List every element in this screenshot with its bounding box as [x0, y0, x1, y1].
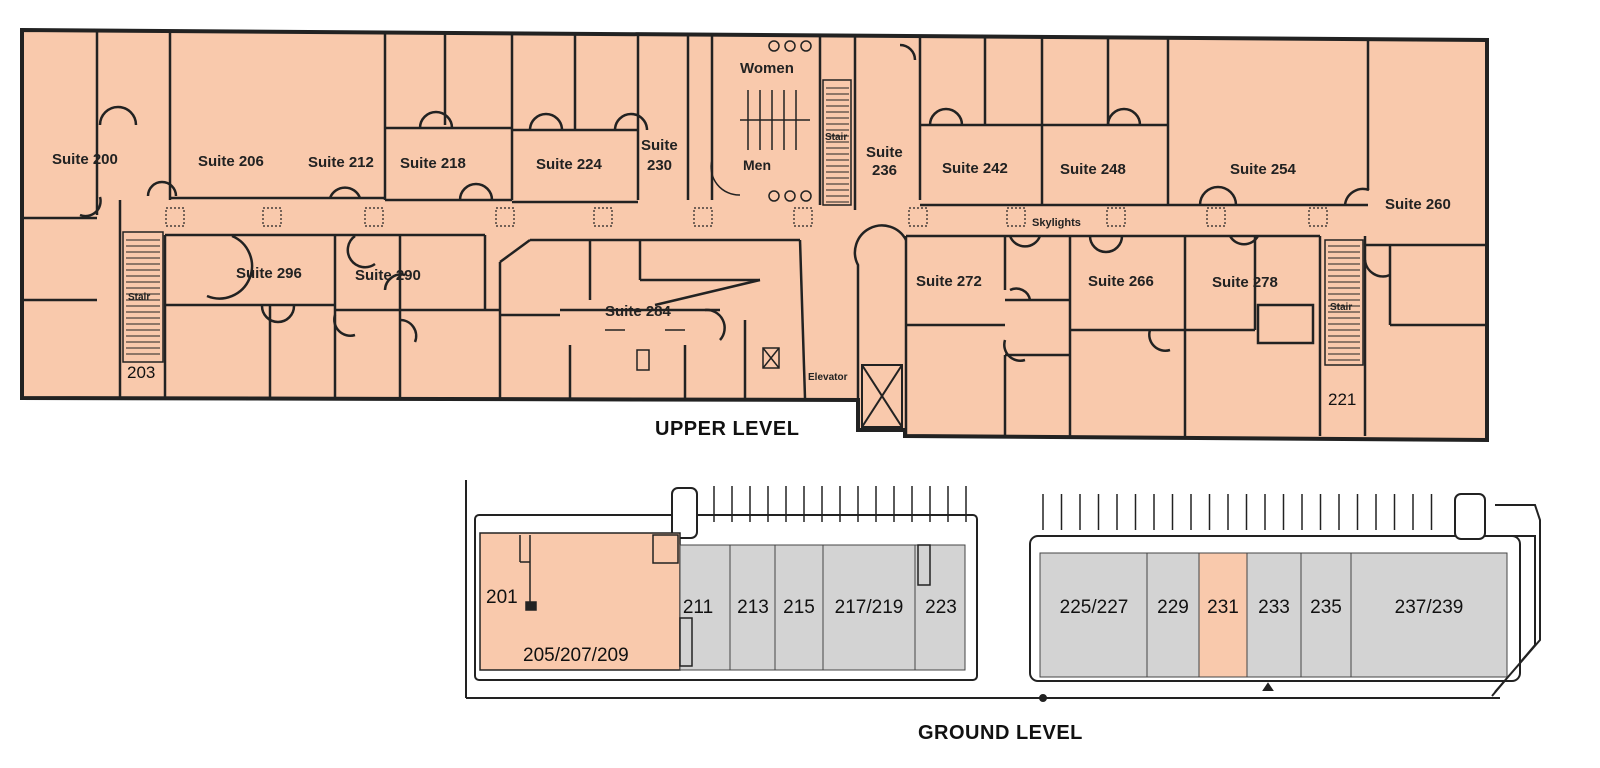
restroom-fixtures: [710, 40, 812, 202]
label-suite-200: Suite 200: [52, 151, 118, 168]
skylight-marker: [693, 207, 713, 227]
label-suite-236-b: 236: [872, 162, 897, 179]
label-suite-248: Suite 248: [1060, 161, 1126, 178]
skylight-marker: [593, 207, 613, 227]
unit-217-219: [822, 544, 916, 671]
label-suite-230-a: Suite: [641, 137, 678, 154]
unit-233: [1246, 552, 1302, 678]
label-unit-233: 233: [1258, 597, 1290, 618]
label-suite-272: Suite 272: [916, 273, 982, 290]
label-unit-217-219: 217/219: [835, 597, 904, 618]
upper-level-plan: Women Men Stair Stair Stair Elevator Sky…: [20, 27, 1489, 443]
skylights: [165, 207, 1328, 227]
label-elevator: Elevator: [808, 372, 848, 383]
label-stair-3: Stair: [1330, 302, 1352, 313]
skylight-marker: [1308, 207, 1328, 227]
ground-left-details: [519, 534, 931, 667]
label-men: Men: [743, 157, 771, 173]
skylight-marker: [908, 207, 928, 227]
label-suite-260: Suite 260: [1385, 196, 1451, 213]
label-suite-218: Suite 218: [400, 155, 466, 172]
label-unit-211: 211: [683, 597, 713, 618]
parking-stalls-right: [1042, 494, 1433, 530]
parking-stalls-left: [713, 486, 967, 522]
label-unit-215: 215: [783, 597, 815, 618]
skylight-marker: [262, 207, 282, 227]
upper-level-title: UPPER LEVEL: [655, 418, 799, 440]
label-unit-203: 203: [127, 363, 155, 382]
unit-231: [1198, 552, 1248, 678]
label-unit-223: 223: [925, 597, 957, 618]
label-suite-230-b: 230: [647, 157, 672, 174]
upper-walls: [22, 32, 1487, 436]
ground-level-plan: 201 205/207/209 211 213 215 217/219 223 …: [465, 480, 1541, 744]
label-stair-1: Stair: [825, 132, 847, 143]
label-women: Women: [740, 60, 794, 77]
label-suite-290: Suite 290: [355, 267, 421, 284]
label-suite-212: Suite 212: [308, 154, 374, 171]
stair-treads: [126, 87, 1360, 361]
label-unit-229: 229: [1157, 597, 1189, 618]
label-suite-266: Suite 266: [1088, 273, 1154, 290]
label-suite-254: Suite 254: [1230, 161, 1297, 178]
label-skylights: Skylights: [1032, 217, 1081, 229]
label-suite-296: Suite 296: [236, 265, 302, 282]
skylight-marker: [793, 207, 813, 227]
label-suite-284: Suite 284: [605, 303, 672, 320]
unit-229: [1146, 552, 1200, 678]
label-suite-278: Suite 278: [1212, 274, 1278, 291]
label-suite-206: Suite 206: [198, 153, 264, 170]
skylight-marker: [364, 207, 384, 227]
label-unit-231: 231: [1207, 597, 1239, 618]
unit-225-227: [1039, 552, 1148, 678]
unit-211: [679, 544, 731, 671]
label-unit-225-227: 225/227: [1060, 597, 1129, 618]
unit-223: [914, 544, 966, 671]
skylight-marker: [165, 207, 185, 227]
label-unit-235: 235: [1310, 597, 1342, 618]
ground-level-title: GROUND LEVEL: [918, 722, 1083, 744]
label-suite-242: Suite 242: [942, 160, 1008, 177]
unit-205-207-209: [479, 532, 681, 671]
skylight-marker: [495, 207, 515, 227]
label-suite-236-a: Suite: [866, 144, 903, 161]
skylight-marker: [1206, 207, 1226, 227]
elevator-shaft: [861, 364, 903, 428]
label-stair-2: Stair: [128, 292, 150, 303]
restroom-small-fixture: [605, 329, 780, 371]
label-unit-221: 221: [1328, 390, 1356, 409]
label-unit-213: 213: [737, 597, 769, 618]
label-unit-205-207-209: 205/207/209: [523, 645, 629, 666]
skylight-marker: [1006, 207, 1026, 227]
unit-237-239: [1350, 552, 1508, 678]
skylight-marker: [1106, 207, 1126, 227]
label-suite-224: Suite 224: [536, 156, 603, 173]
unit-213: [729, 544, 776, 671]
unit-215: [774, 544, 824, 671]
label-unit-201: 201: [486, 587, 518, 608]
label-unit-237-239: 237/239: [1395, 597, 1464, 618]
